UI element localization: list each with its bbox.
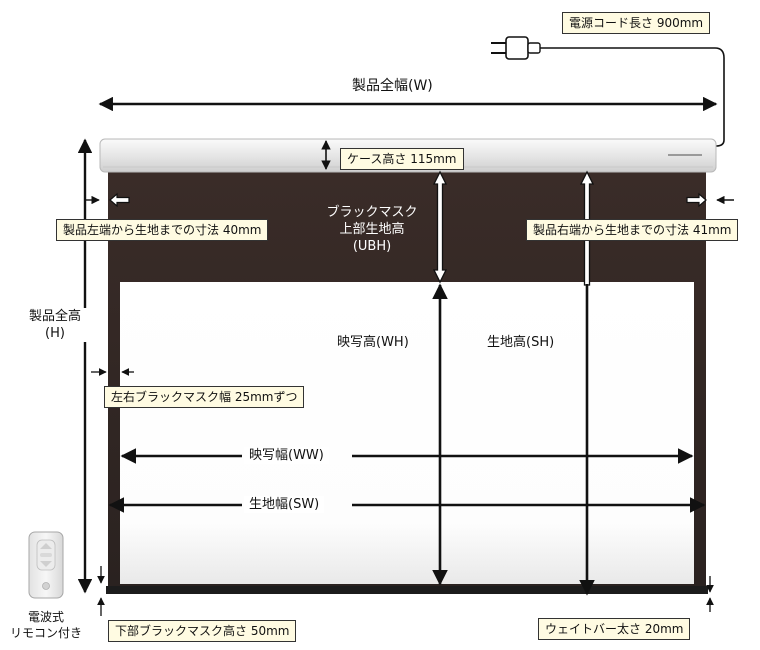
total-height-line1: 製品全高 (28, 309, 81, 324)
plug-icon (491, 36, 541, 60)
view-height-label: 映写高(WH) (337, 335, 409, 350)
ubh-label-line3: (UBH) (352, 239, 392, 254)
ubh-label-line2: 上部生地高 (339, 222, 405, 237)
remote-control-icon (28, 531, 64, 599)
total-width-label: 製品全幅(W) (352, 78, 433, 94)
fabric-width-label: 生地幅(SW) (244, 496, 325, 513)
fabric-height-label: 生地高(SH) (487, 335, 555, 350)
power-cord-label: 電源コード長さ 900mm (562, 12, 711, 34)
left-gap-label: 製品左端から生地までの寸法 40mm (56, 219, 269, 241)
weight-bar (106, 586, 708, 594)
remote-label-line1: 電波式 (27, 610, 64, 624)
total-height-label: 製品全高 (H) (20, 308, 90, 342)
bottom-mask-label: 下部ブラックマスク高さ 50mm (108, 620, 297, 642)
right-gap-indicator (686, 192, 734, 208)
right-gap-label: 製品右端から生地までの寸法 41mm (526, 219, 739, 241)
view-width-label: 映写幅(WW) (244, 447, 329, 464)
side-mask-label: 左右ブラックマスク幅 25mmずつ (104, 386, 305, 408)
power-cord (540, 47, 725, 147)
case-height-label: ケース高さ 115mm (340, 148, 464, 170)
ubh-arrow (432, 170, 448, 284)
projection-surface (120, 282, 694, 584)
total-height-line2: (H) (45, 326, 65, 341)
remote-label: 電波式 リモコン付き (4, 609, 88, 641)
weight-bar-label: ウェイトバー太さ 20mm (538, 618, 691, 640)
ubh-label-line1: ブラックマスク (326, 205, 418, 220)
remote-label-line2: リモコン付き (9, 626, 82, 640)
left-gap-indicator (85, 192, 130, 208)
ubh-label: ブラックマスク 上部生地高 (UBH) (322, 204, 422, 255)
